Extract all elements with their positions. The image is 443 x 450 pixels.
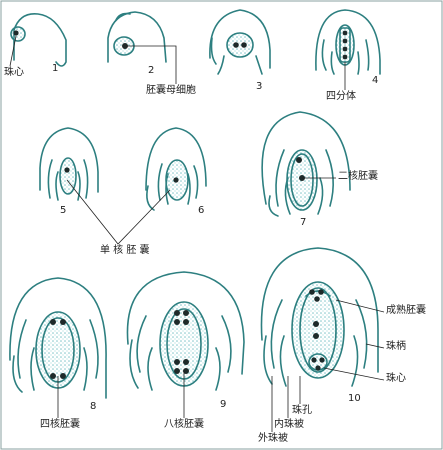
leader-nucellus xyxy=(9,35,17,67)
label-tetrad: 四分体 xyxy=(326,91,356,102)
stage-9-ovule xyxy=(126,271,245,391)
stage-2-ovule xyxy=(107,11,167,63)
stage-number-6: 6 xyxy=(198,205,205,216)
stage-4-ovule xyxy=(315,9,381,75)
stage-number-2: 2 xyxy=(148,65,155,76)
stage-1-ovule xyxy=(10,13,67,67)
leader-uninucleate xyxy=(66,179,171,245)
stage-number-5: 5 xyxy=(60,205,67,216)
stage-6-ovule xyxy=(145,127,207,211)
stage-10-ovule xyxy=(260,247,379,387)
label-mature-embryo-sac: 成熟胚囊 xyxy=(386,305,426,316)
stage-number-7: 7 xyxy=(300,217,307,228)
label-micropyle: 珠孔 xyxy=(292,405,312,416)
stage-number-3: 3 xyxy=(256,81,263,92)
stage-number-9: 9 xyxy=(220,399,227,410)
label-outer-integument: 外珠被 xyxy=(258,433,288,444)
label-tetranucleate-embryo-sac: 四核胚囊 xyxy=(40,419,80,430)
stage-3-ovule xyxy=(209,9,271,75)
stage-number-4: 4 xyxy=(372,75,379,86)
stage-5-ovule xyxy=(39,127,99,201)
label-funicle: 珠柄 xyxy=(386,341,406,352)
stage-number-10: 10 xyxy=(348,393,361,404)
leader-mature-embryo-sac xyxy=(335,299,385,313)
stage-number-8: 8 xyxy=(90,401,97,412)
leader-nucellus-10 xyxy=(323,367,385,381)
stage-7-ovule xyxy=(261,111,351,217)
label-nucellus-10: 珠心 xyxy=(386,373,406,384)
leader-funicle xyxy=(365,343,385,349)
label-binucleate-embryo-sac: 二核胚囊 xyxy=(338,171,378,182)
label-nucellus: 珠心 xyxy=(4,67,24,78)
label-octonucleate-embryo-sac: 八核胚囊 xyxy=(164,419,204,430)
stage-8-ovule xyxy=(9,277,107,399)
leader-megaspore-mother-cell xyxy=(126,45,177,84)
stage-number-1: 1 xyxy=(52,63,59,74)
label-uninucleate-embryo-sac: 单 核 胚 囊 xyxy=(100,245,150,256)
label-megaspore-mother-cell: 胚囊母细胞 xyxy=(146,85,196,96)
label-inner-integument: 内珠被 xyxy=(274,419,304,430)
